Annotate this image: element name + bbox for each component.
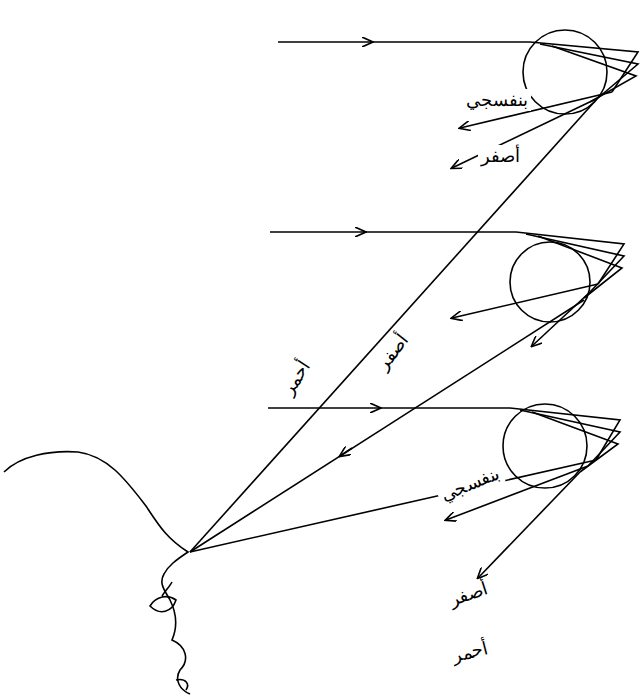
color-label: بنفسجي (463, 89, 531, 111)
face-profile (4, 452, 190, 694)
color-label: بنفسجي (434, 461, 505, 506)
raindrop (510, 242, 590, 322)
color-label: أصفر (478, 145, 523, 167)
color-label: أحمر (447, 636, 493, 667)
color-label: أصفر (370, 328, 415, 377)
color-label: أصفر (443, 577, 492, 611)
eye (150, 582, 176, 612)
color-label: أحمر (276, 355, 317, 402)
